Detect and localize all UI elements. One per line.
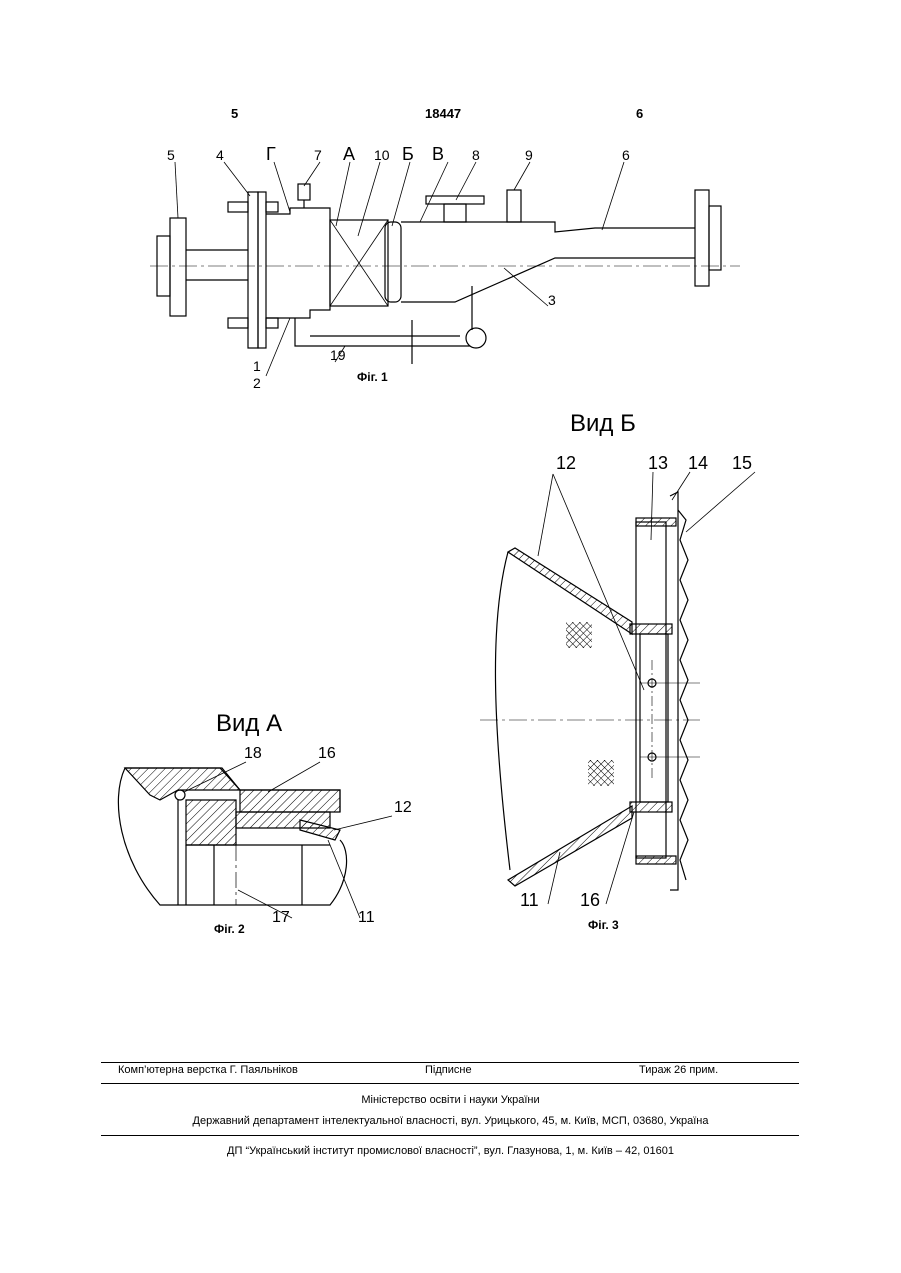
fig2-label: 12 bbox=[394, 799, 412, 816]
fig1-labels: 5 4 Г 7 А 10 Б В 8 9 6 1 2 3 19 bbox=[167, 144, 630, 391]
fig3-label: 12 bbox=[556, 453, 576, 473]
institute-line: ДП “Український інститут промислової вла… bbox=[0, 1145, 901, 1157]
fig3-label: 11 bbox=[520, 890, 539, 910]
fig3-label: 16 bbox=[580, 890, 600, 910]
fig1-label: 2 bbox=[253, 375, 261, 391]
fig1-caption: Фіг. 1 bbox=[357, 370, 388, 384]
fig1-label: 3 bbox=[548, 292, 556, 308]
fig2-drawing bbox=[118, 762, 392, 918]
fig2-label: 18 bbox=[244, 745, 262, 762]
fig1-drawing bbox=[150, 162, 740, 376]
fig1-label: 7 bbox=[314, 147, 322, 163]
fig2-label: 16 bbox=[318, 745, 336, 762]
footer-rule-bottom bbox=[101, 1135, 799, 1136]
signed-note: Підписне bbox=[425, 1064, 472, 1076]
fig1-label: Г bbox=[266, 144, 276, 164]
fig2-label: 11 bbox=[358, 909, 375, 926]
flange-4 bbox=[248, 192, 258, 348]
fig1-label: 10 bbox=[374, 147, 390, 163]
fig1-label: 4 bbox=[216, 147, 224, 163]
left-flange bbox=[170, 218, 186, 316]
fig1-label: В bbox=[432, 144, 444, 164]
footer-rule-middle bbox=[101, 1083, 799, 1084]
fig3-label: 14 bbox=[688, 453, 708, 473]
layout-credit: Комп’ютерна верстка Г. Паяльніков bbox=[118, 1064, 298, 1076]
fig1-label: 8 bbox=[472, 147, 480, 163]
fig3-label: 15 bbox=[732, 453, 752, 473]
fig2-label: 17 bbox=[272, 909, 290, 926]
fig1-label: Б bbox=[402, 144, 414, 164]
fig1-label: 9 bbox=[525, 147, 533, 163]
fig2-caption: Фіг. 2 bbox=[214, 922, 245, 936]
department-line: Державний департамент інтелектуальної вл… bbox=[0, 1115, 901, 1127]
fig1-label: 6 bbox=[622, 147, 630, 163]
fig1-label: 1 bbox=[253, 358, 261, 374]
ministry-line: Міністерство освіти і науки України bbox=[0, 1094, 901, 1106]
fig1-label: А bbox=[343, 144, 355, 164]
fig3-view-title: Вид Б bbox=[570, 410, 636, 438]
circulation-note: Тираж 26 прим. bbox=[639, 1064, 718, 1076]
fig1-label: 5 bbox=[167, 147, 175, 163]
fig2-view-title: Вид А bbox=[216, 710, 282, 738]
fig3-drawing bbox=[480, 472, 755, 904]
fig1-label: 19 bbox=[330, 347, 346, 363]
fig3-caption: Фіг. 3 bbox=[588, 918, 619, 932]
footer-rule-top bbox=[101, 1062, 799, 1063]
fig3-label: 13 bbox=[648, 453, 668, 473]
